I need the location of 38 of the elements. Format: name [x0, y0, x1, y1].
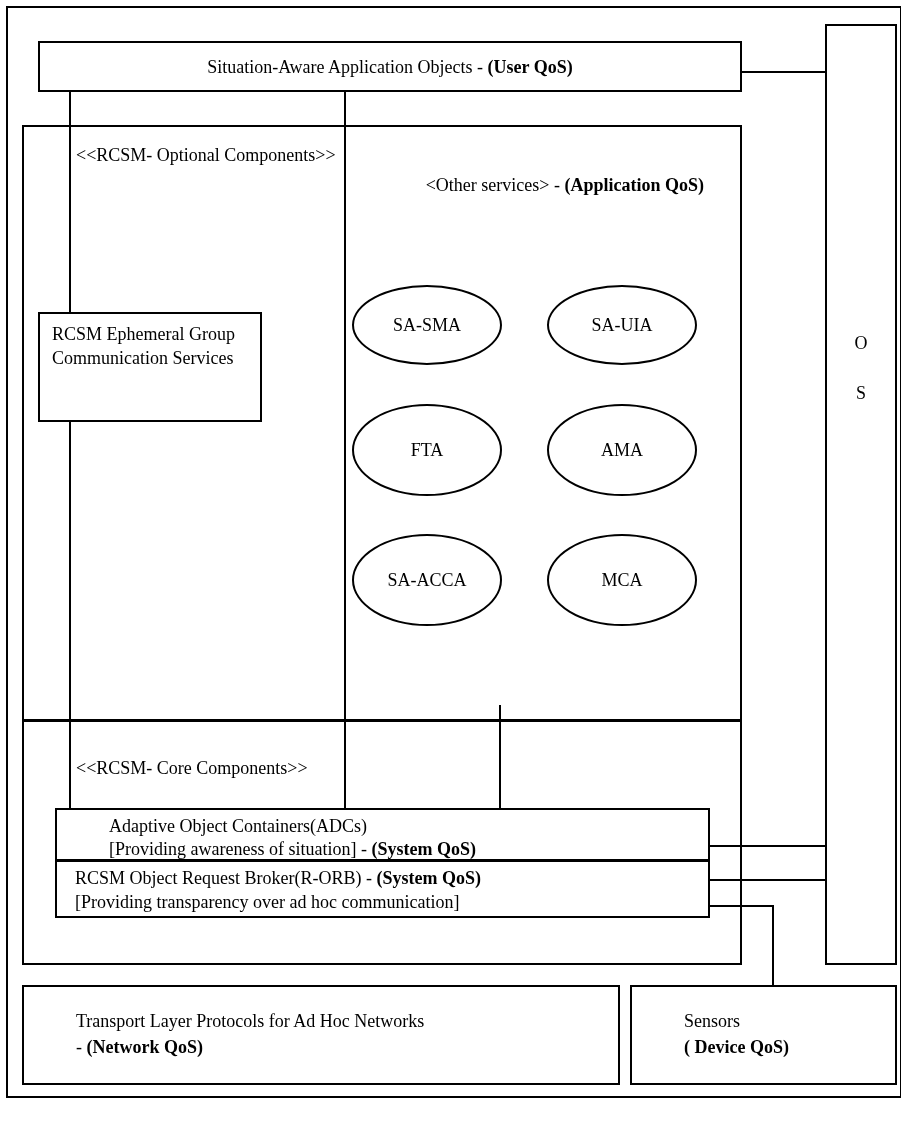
- box-label: Situation-Aware Application Objects - (User QoS): [206, 56, 574, 79]
- layer-box: [38, 41, 742, 92]
- service-ellipse: FTA: [352, 404, 502, 496]
- connector-line: [709, 905, 774, 986]
- box-label: RCSM Object Request Broker(R-ORB) - (System QoS): [75, 867, 481, 890]
- layer-box: [22, 985, 620, 1085]
- component-region: [22, 720, 742, 965]
- box-label: [Providing transparency over ad hoc communication]: [75, 891, 460, 914]
- box-label: ( Device QoS): [684, 1036, 789, 1059]
- box-label: - (Network QoS): [76, 1036, 203, 1059]
- connector-line: [741, 71, 826, 73]
- connector-line: [69, 421, 71, 809]
- box-label: [Providing awareness of situation] - (System QoS): [109, 838, 476, 861]
- connector-line: [69, 91, 71, 313]
- os-column: [825, 24, 897, 965]
- connector-line: [344, 91, 346, 809]
- service-ellipse: SA-ACCA: [352, 534, 502, 626]
- box-label: O: [853, 332, 869, 355]
- connector-line: [499, 704, 501, 809]
- box-label: S: [855, 382, 867, 405]
- service-ellipse: MCA: [547, 534, 697, 626]
- layer-box: [55, 860, 710, 918]
- component-region: [22, 125, 742, 721]
- region-heading: <Other services> - (Application QoS): [425, 174, 704, 197]
- box-label: Adaptive Object Containers(ADCs): [109, 815, 367, 838]
- service-ellipse: SA-SMA: [352, 285, 502, 365]
- service-ellipse: AMA: [547, 404, 697, 496]
- region-heading: <<RCSM- Optional Components>>: [76, 144, 336, 167]
- layer-box: [630, 985, 897, 1085]
- box-label: RCSM Ephemeral Group Communication Services: [52, 323, 236, 371]
- service-box: [38, 312, 262, 422]
- service-ellipse: SA-UIA: [547, 285, 697, 365]
- region-heading: <<RCSM- Core Components>>: [76, 757, 308, 780]
- box-label: Transport Layer Protocols for Ad Hoc Networks: [76, 1010, 425, 1033]
- box-label: Sensors: [684, 1010, 740, 1033]
- connector-line: [709, 845, 826, 847]
- connector-line: [709, 879, 826, 881]
- layer-box: [55, 808, 710, 861]
